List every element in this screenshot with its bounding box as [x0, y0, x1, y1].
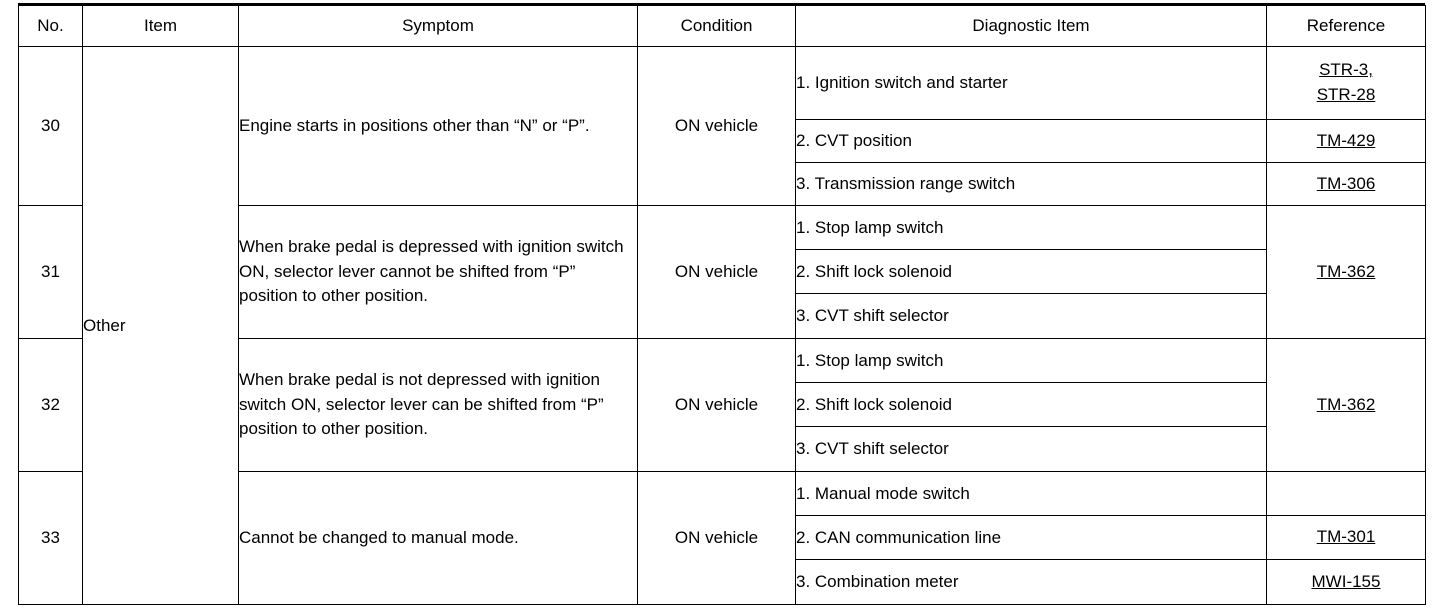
cell-diagnostic-30-2: 2. CVT position — [795, 119, 1267, 163]
cell-no-30: 30 — [18, 46, 83, 206]
table-row: 2. Shift lock solenoid — [19, 249, 1426, 294]
diagnostic-symptom-table: No. Item Symptom Condition Diagnostic It… — [18, 5, 1426, 605]
reference-link[interactable]: TM-301 — [1316, 527, 1376, 547]
cell-diagnostic-33-1: 1. Manual mode switch — [795, 471, 1267, 516]
cell-reference-33-1 — [1266, 471, 1426, 516]
table-header: No. Item Symptom Condition Diagnostic It… — [18, 5, 1426, 47]
cell-symptom-30: Engine starts in positions other than “N… — [238, 46, 638, 206]
column-header-item: Item — [82, 5, 239, 47]
cell-no-31: 31 — [18, 205, 83, 339]
reference-link[interactable]: STR-28 — [1316, 85, 1376, 104]
table-row: 33 Cannot be changed to manual mode. ON … — [18, 471, 1426, 605]
cell-diagnostic-31-1: 1. Stop lamp switch — [795, 205, 1267, 250]
table-row: 31 When brake pedal is depressed with ig… — [18, 205, 1426, 339]
cell-diagnostic-32-3: 3. CVT shift selector — [795, 426, 1267, 472]
cell-diagnostic-32-2: 2. Shift lock solenoid — [795, 382, 1267, 427]
table-row: 2. Shift lock solenoid — [19, 382, 1426, 427]
column-header-diagnostic-item: Diagnostic Item — [795, 5, 1267, 47]
column-header-no: No. — [18, 5, 83, 47]
column-header-reference: Reference — [1266, 5, 1426, 47]
cell-reference-32: TM-362 — [1266, 338, 1426, 472]
cell-reference-31: TM-362 — [1266, 205, 1426, 339]
cell-condition-32: ON vehicle — [637, 338, 796, 472]
table-row: 3. Transmission range switch TM-306 — [19, 162, 1426, 206]
table-body: 30 Other Engine starts in positions othe… — [18, 46, 1426, 605]
cell-symptom-31: When brake pedal is depressed with ignit… — [238, 205, 638, 339]
reference-link[interactable]: TM-362 — [1316, 261, 1376, 281]
column-header-condition: Condition — [637, 5, 796, 47]
cell-no-32: 32 — [18, 338, 83, 472]
table-row: 3. Combination meter MWI-155 — [19, 559, 1426, 605]
column-header-symptom: Symptom — [238, 5, 638, 47]
table-row: 3. CVT shift selector — [19, 426, 1426, 472]
reference-link[interactable]: MWI-155 — [1311, 571, 1381, 591]
reference-link[interactable]: TM-306 — [1316, 173, 1376, 193]
cell-reference-30-2: TM-429 — [1266, 119, 1426, 163]
cell-diagnostic-33-2: 2. CAN communication line — [795, 515, 1267, 560]
cell-condition-33: ON vehicle — [637, 471, 796, 605]
table-row: 32 When brake pedal is not depressed wit… — [18, 338, 1426, 472]
table-row: 3. CVT shift selector — [19, 293, 1426, 339]
cell-item-other: Other — [82, 46, 239, 605]
table-row: 2. CAN communication line TM-301 — [19, 515, 1426, 560]
cell-diagnostic-31-2: 2. Shift lock solenoid — [795, 249, 1267, 294]
cell-diagnostic-30-1: 1. Ignition switch and starter — [795, 46, 1267, 120]
cell-diagnostic-30-3: 3. Transmission range switch — [795, 162, 1267, 206]
cell-diagnostic-32-1: 1. Stop lamp switch — [795, 338, 1267, 383]
header-row: No. Item Symptom Condition Diagnostic It… — [18, 5, 1426, 47]
cell-reference-30-3: TM-306 — [1266, 162, 1426, 206]
cell-reference-33-2: TM-301 — [1266, 515, 1426, 560]
cell-reference-30-1: STR-3, STR-28 — [1266, 46, 1426, 120]
cell-no-33: 33 — [18, 471, 83, 605]
cell-diagnostic-31-3: 3. CVT shift selector — [795, 293, 1267, 339]
reference-link[interactable]: TM-429 — [1316, 130, 1376, 150]
cell-symptom-33: Cannot be changed to manual mode. — [238, 471, 638, 605]
cell-diagnostic-33-3: 3. Combination meter — [795, 559, 1267, 605]
table-row: 2. CVT position TM-429 — [19, 119, 1426, 163]
cell-symptom-32: When brake pedal is not depressed with i… — [238, 338, 638, 472]
table-row: 30 Other Engine starts in positions othe… — [18, 46, 1426, 605]
cell-condition-30: ON vehicle — [637, 46, 796, 206]
reference-link[interactable]: TM-362 — [1316, 394, 1376, 414]
reference-link[interactable]: STR-3, — [1319, 60, 1373, 80]
cell-reference-33-3: MWI-155 — [1266, 559, 1426, 605]
cell-condition-31: ON vehicle — [637, 205, 796, 339]
